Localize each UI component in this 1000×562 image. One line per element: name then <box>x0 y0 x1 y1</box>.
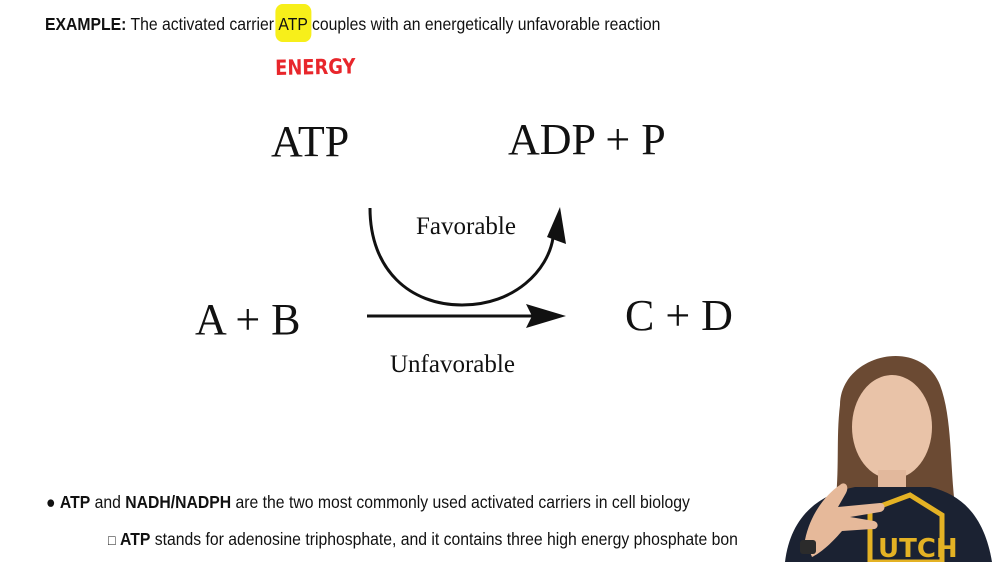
bullet-bold-atp: ATP <box>59 492 91 512</box>
bullet-text: stands for adenosine triphosphate, and i… <box>150 529 738 549</box>
bullet-item-2: □ ATP stands for adenosine triphosphate,… <box>108 529 738 550</box>
presenter-hand <box>800 483 885 557</box>
unfavorable-straight-arrow <box>367 304 566 328</box>
presenter-video: UTCH <box>785 356 992 562</box>
reactants-label: A + B <box>195 295 301 344</box>
bullet-text: and <box>90 492 126 512</box>
header-text-after: couples with an energetically unfavorabl… <box>307 14 661 34</box>
atp-label: ATP <box>271 117 350 166</box>
unfavorable-label: Unfavorable <box>390 351 515 378</box>
favorable-label: Favorable <box>416 213 516 240</box>
header-text-before: The activated carrier <box>126 14 279 34</box>
example-header: EXAMPLE: The activated carrier ATP coupl… <box>45 14 660 35</box>
shirt-logo-text: UTCH <box>878 534 958 562</box>
favorable-curved-arrow <box>368 207 566 307</box>
bullet-item-1: ● ATP and NADH/NADPH are the two most co… <box>46 492 690 513</box>
bullet-marker-dot: ● <box>46 492 56 512</box>
highlighted-atp: ATP <box>278 14 308 34</box>
products-label: C + D <box>625 291 733 340</box>
example-label: EXAMPLE: <box>45 14 127 34</box>
bullet-text: are the two most commonly used activated… <box>231 492 690 512</box>
bullet-bold-atp: ATP <box>120 529 151 549</box>
presenter-face <box>852 375 932 492</box>
bullet-bold-nadh: NADH/NADPH <box>125 492 232 512</box>
adp-p-label: ADP + P <box>508 115 666 164</box>
bullet-marker-square: □ <box>108 532 116 548</box>
